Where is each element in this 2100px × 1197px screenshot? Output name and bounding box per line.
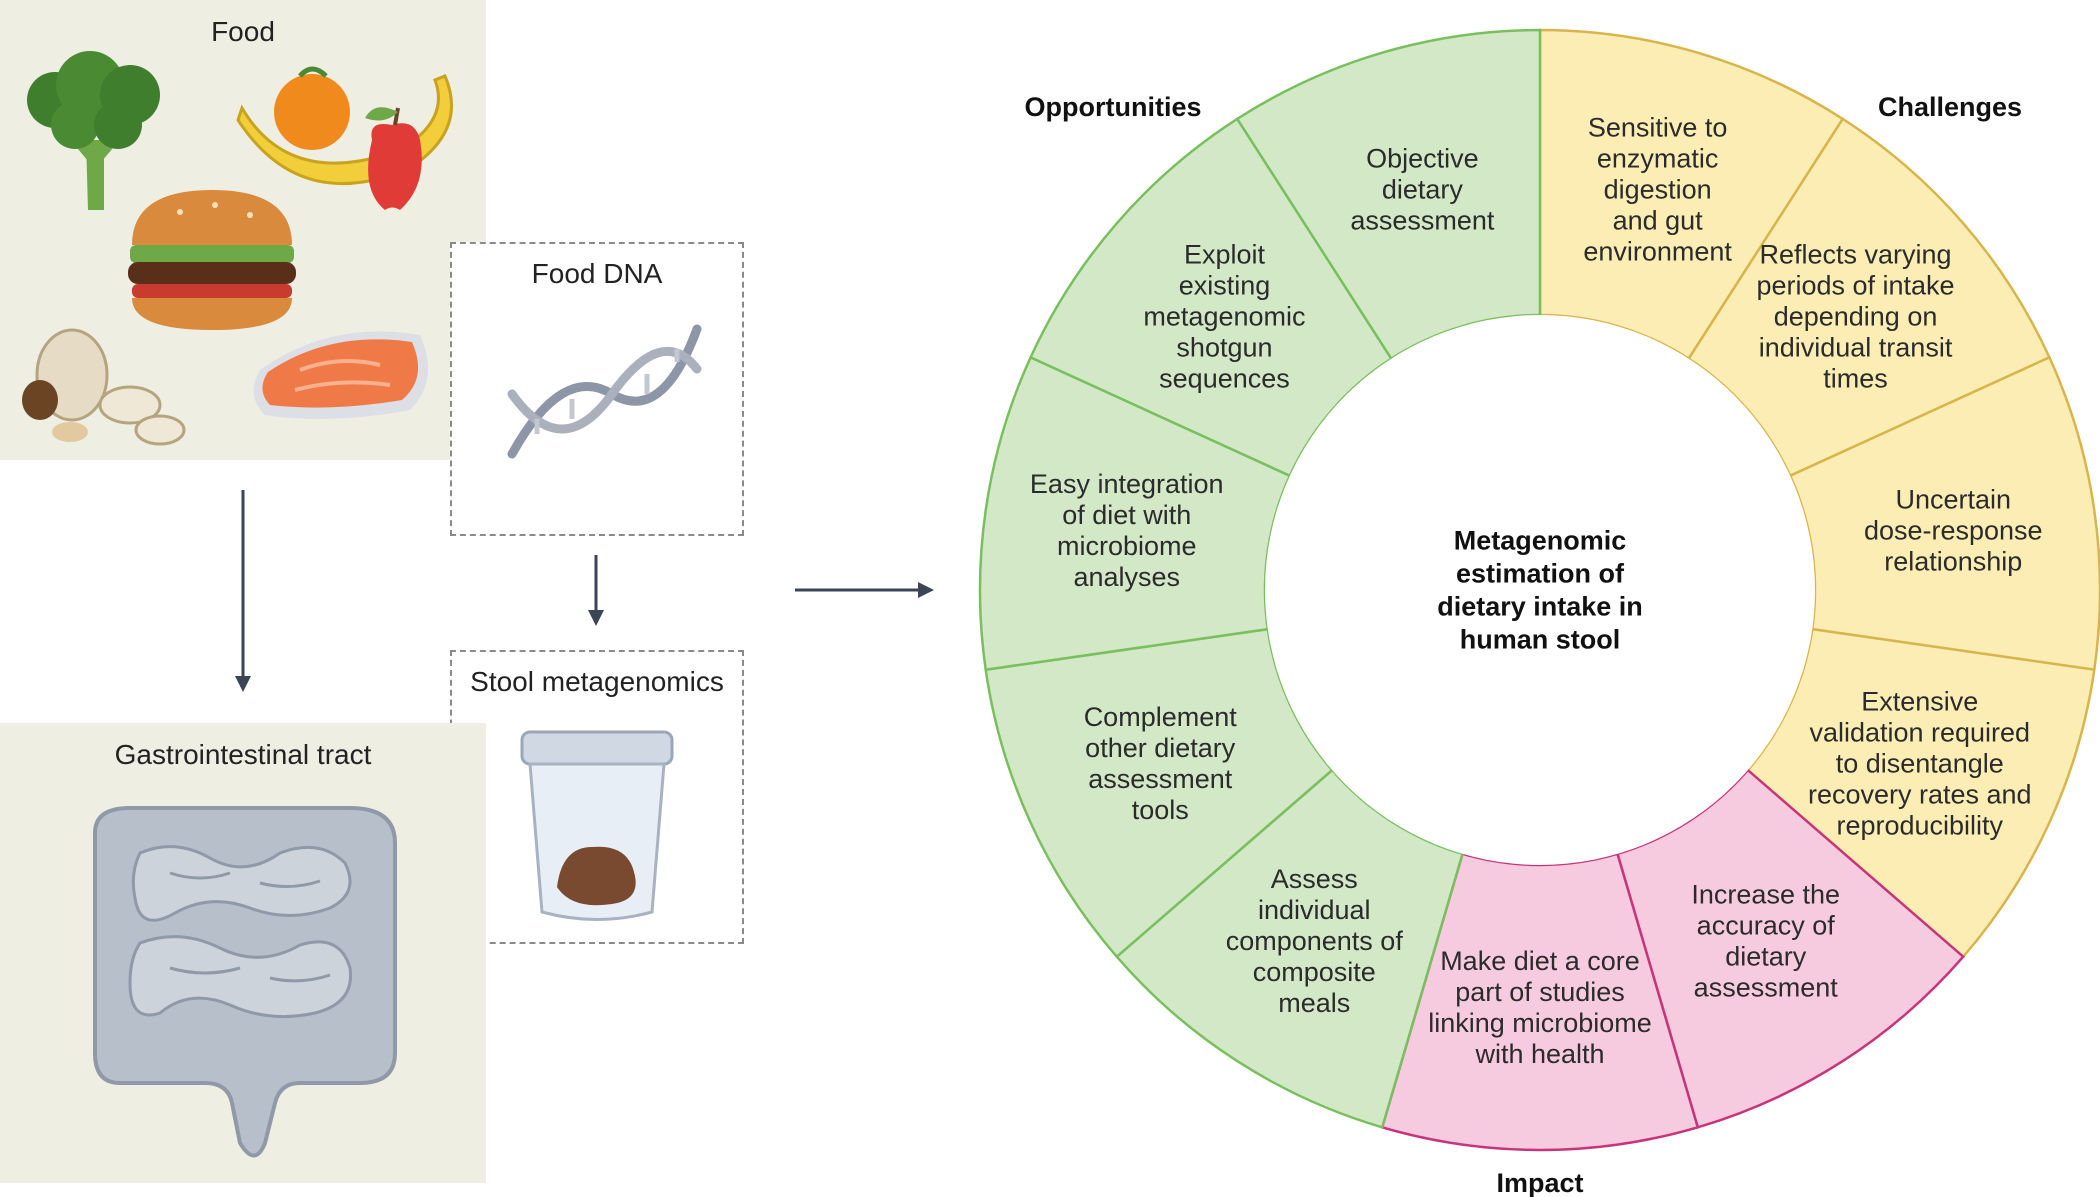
- broccoli-icon: [27, 51, 160, 210]
- wheel-segment-label-line: individual transit: [1759, 333, 1953, 363]
- wheel-segment-label-line: digestion: [1604, 174, 1712, 204]
- wheel-segment-label-line: Complement: [1084, 702, 1238, 732]
- wheel-segment-label-line: Objective: [1366, 143, 1479, 173]
- wheel-segment-label-line: relationship: [1884, 547, 2022, 577]
- wheel-segment-label-line: Easy integration: [1030, 469, 1224, 499]
- wheel-segment-label-line: to disentangle: [1836, 748, 2004, 778]
- stool-metagenomics-box: Stool metagenomics: [450, 650, 744, 944]
- center-title-line: estimation of: [1456, 559, 1625, 589]
- wheel-segment-label-line: Exploit: [1184, 240, 1266, 270]
- food-panel: Food: [0, 0, 486, 460]
- wheel-segment-label-line: Assess: [1271, 864, 1358, 894]
- gastrointestinal-label: Gastrointestinal tract: [114, 739, 372, 770]
- wheel-segment-label-line: meals: [1278, 988, 1350, 1018]
- stool-metagenomics-label: Stool metagenomics: [470, 666, 724, 697]
- wheel-segment-label-line: assessment: [1088, 764, 1233, 794]
- wheel-segment-label-line: Make diet a core: [1440, 946, 1640, 976]
- wheel-segment-label-line: assessment: [1350, 205, 1495, 235]
- wheel-segment-label-line: accuracy of: [1697, 911, 1836, 941]
- wheel-segment-label-line: composite: [1253, 957, 1376, 987]
- wheel-segment-label-line: shotgun: [1176, 333, 1272, 363]
- wheel-segment-label-line: Sensitive to: [1588, 112, 1728, 142]
- wheel-segment-label-line: dietary: [1382, 174, 1464, 204]
- wheel-segment-label-line: other dietary: [1085, 733, 1236, 763]
- wheel-segment-label-line: analyses: [1073, 562, 1180, 592]
- intestine-icon: [93, 806, 397, 1158]
- dna-icon: [507, 324, 702, 459]
- wheel-segment-label-line: metagenomic: [1143, 302, 1305, 332]
- wheel-segment-label-line: Extensive: [1861, 686, 1978, 716]
- wheel-segment-label-line: with health: [1474, 1039, 1604, 1069]
- wheel-segment-label-line: sequences: [1159, 364, 1290, 394]
- heading-challenges: Challenges: [1878, 92, 2022, 122]
- stool-container-icon: [520, 730, 674, 921]
- wheel-segment-label-line: and gut: [1613, 205, 1704, 235]
- wheel-segment-label-line: individual: [1258, 895, 1371, 925]
- salmon-icon: [253, 331, 428, 419]
- food-dna-box: Food DNA: [450, 242, 744, 536]
- wheel-segment-label-line: dose-response: [1864, 516, 2043, 546]
- wheel-segment-label-line: periods of intake: [1756, 271, 1954, 301]
- wheel-segment-label-line: of diet with: [1062, 500, 1191, 530]
- burger-icon: [128, 190, 296, 330]
- wheel-segment-label-line: microbiome: [1057, 531, 1197, 561]
- wheel-segment-label-line: reproducibility: [1836, 810, 2003, 840]
- wheel-segment-label-line: Reflects varying: [1759, 240, 1951, 270]
- center-title-line: human stool: [1460, 625, 1621, 655]
- gastrointestinal-panel: Gastrointestinal tract: [0, 723, 486, 1183]
- center-title-line: Metagenomic: [1454, 526, 1627, 556]
- wheel-segment-label-line: enzymatic: [1597, 143, 1719, 173]
- wheel-segment-label-line: dietary: [1725, 942, 1807, 972]
- wheel-segment-label-line: assessment: [1694, 973, 1839, 1003]
- wheel-segment-label-line: recovery rates and: [1808, 779, 2032, 809]
- center-title-line: dietary intake in: [1437, 592, 1643, 622]
- food-dna-label: Food DNA: [531, 258, 663, 289]
- fruit-icon: [236, 66, 454, 210]
- wheel-segment-label-line: Uncertain: [1895, 485, 2011, 515]
- wheel-center: [1265, 315, 1815, 865]
- food-illustration: [22, 51, 454, 446]
- wheel-segment-label-line: existing: [1179, 271, 1271, 301]
- wheel-segment-label-line: part of studies: [1455, 977, 1625, 1007]
- wheel-segment-label-line: tools: [1132, 795, 1189, 825]
- wheel-segment-label-line: components of: [1226, 926, 1404, 956]
- wheel-segment-label-line: environment: [1583, 236, 1732, 266]
- heading-opportunities: Opportunities: [1025, 92, 1202, 122]
- nuts-icon: [22, 328, 186, 446]
- heading-impact: Impact: [1496, 1168, 1583, 1197]
- wheel-segment-label-line: validation required: [1809, 717, 2030, 747]
- food-label: Food: [211, 16, 275, 47]
- wheel-segment-label-line: depending on: [1774, 302, 1938, 332]
- wheel-segment-label-line: linking microbiome: [1428, 1008, 1652, 1038]
- wheel-segment-label-line: times: [1823, 364, 1888, 394]
- wheel-segment-label-line: Increase the: [1691, 880, 1840, 910]
